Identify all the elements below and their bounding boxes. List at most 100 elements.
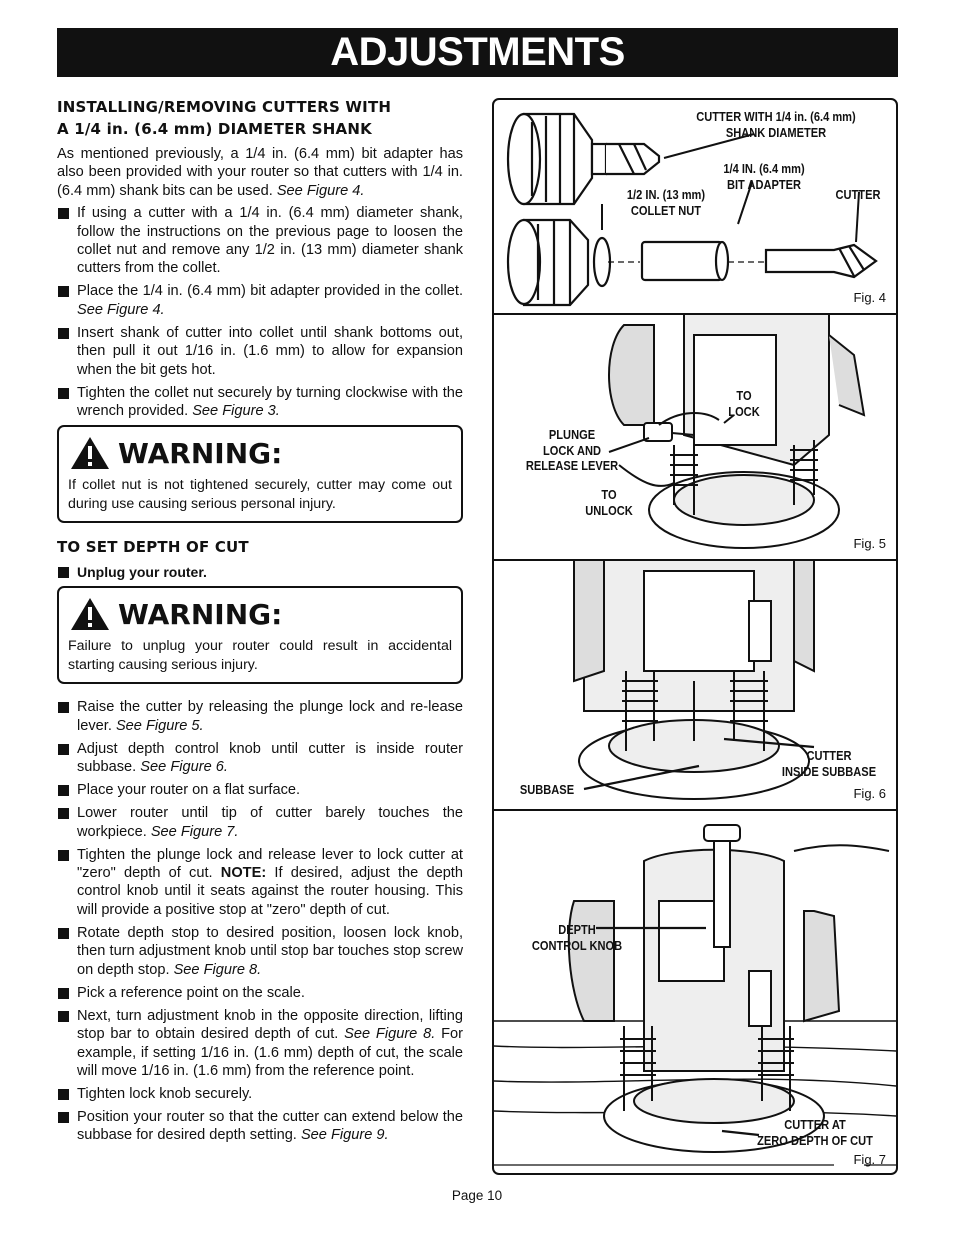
step-text: Next, turn adjustment knob in the opposi…	[77, 1007, 463, 1043]
bullet-square-icon	[58, 387, 69, 399]
bullet-text: Insert shank of cutter into collet until…	[77, 324, 463, 378]
label-line: LOCK AND	[542, 443, 602, 458]
page-title: ADJUSTMENTS	[57, 28, 898, 77]
bullet-square-icon	[58, 702, 69, 714]
figure-ref: See Figure 8.	[173, 961, 262, 978]
label-line: LOCK	[728, 404, 760, 419]
subbase-illustration	[573, 561, 815, 800]
warning-triangle-icon	[71, 437, 109, 470]
bullet-text: Tighten the collet nut securely by turni…	[77, 384, 463, 420]
section-heading-depth: TO SET DEPTH OF CUT	[57, 538, 249, 557]
list-item: Rotate depth stop to desired position, l…	[57, 924, 463, 979]
list-item: Adjust depth control knob until cutter i…	[57, 740, 463, 777]
install-bullets: If using a cutter with a 1/4 in. (6.4 mm…	[57, 204, 463, 420]
step-text: Raise the cutter by releasing the plunge…	[77, 699, 463, 734]
left-column: INSTALLING/REMOVING CUTTERS WITH A 1/4 i…	[57, 96, 463, 1149]
step-text: Adjust depth control knob until cutter i…	[77, 740, 463, 776]
page-number: Page 10	[451, 1188, 503, 1203]
section-heading-installing: INSTALLING/REMOVING CUTTERS WITH A 1/4 i…	[57, 96, 463, 140]
bullet-square-icon	[58, 208, 69, 220]
list-item: Pick a reference point on the scale.	[57, 984, 463, 1002]
bullet-square-icon	[58, 743, 69, 755]
bullet-square-icon	[58, 927, 69, 939]
label-line: RELEASE LEVER	[525, 459, 619, 473]
list-item: Tighten the plunge lock and release leve…	[57, 846, 463, 920]
warning-triangle-icon	[71, 598, 109, 631]
bullet-text: Place the 1/4 in. (6.4 mm) bit adapter p…	[77, 283, 463, 300]
warning-box-unplug: WARNING: Failure to unplug your router c…	[57, 586, 463, 685]
depth-first-bullet: Unplug your router.	[57, 563, 463, 581]
figure-caption: Fig. 6	[853, 786, 886, 801]
bullet-square-icon	[58, 1111, 69, 1123]
figure-ref: See Figure 9.	[300, 1127, 389, 1144]
figure-ref: See Figure 7.	[150, 823, 239, 840]
bullet-square-icon	[58, 1088, 69, 1100]
zero-depth-illustration	[494, 824, 896, 1166]
bullet-square-icon	[58, 849, 69, 861]
list-item: Raise the cutter by releasing the plunge…	[57, 698, 463, 735]
label-collet-nut: 1/2 IN. (13 mm)COLLET NUT	[613, 188, 719, 219]
intro-text: As mentioned previously, a 1/4 in. (6.4 …	[57, 146, 463, 199]
label-line: CONTROL KNOB	[531, 938, 623, 953]
label-line: TO	[601, 488, 617, 502]
figure-caption: Fig. 4	[853, 290, 886, 305]
heading-line-2: A 1/4 in. (6.4 mm) DIAMETER SHANK	[57, 120, 372, 138]
bullet-square-icon	[58, 567, 69, 579]
label-line: PLUNGE	[548, 428, 596, 442]
label-line: ZERO DEPTH OF CUT	[757, 1133, 873, 1148]
warning-text: If collet nut is not tightened securely,…	[68, 477, 452, 512]
label-line: TO	[736, 389, 752, 403]
bullet-square-icon	[58, 987, 69, 999]
label-cutter: CUTTER	[835, 188, 881, 202]
heading-line-1: INSTALLING/REMOVING CUTTERS WITH	[57, 98, 392, 116]
label-subbase: SUBBASE	[519, 783, 575, 797]
step-text: Place your router on a flat surface.	[77, 782, 301, 799]
figure-caption: Fig. 7	[853, 1152, 886, 1167]
label-cutter-shank: CUTTER WITH 1/4 in. (6.4 mm)SHANK DIAMET…	[679, 110, 873, 141]
bullet-text: If using a cutter with a 1/4 in. (6.4 mm…	[77, 205, 463, 277]
note-label: NOTE:	[220, 865, 267, 882]
list-item: Unplug your router.	[57, 563, 463, 581]
warning-label: WARNING:	[118, 597, 283, 631]
list-item: Position your router so that the cutter …	[57, 1108, 463, 1145]
list-item: Place your router on a flat surface.	[57, 781, 463, 799]
label-line: DEPTH	[558, 923, 596, 937]
bullet-text: Unplug your router.	[77, 564, 207, 581]
label-line: SHANK DIAMETER	[725, 125, 827, 140]
step-text: Tighten the plunge lock and release leve…	[77, 846, 463, 882]
label-bit-adapter: 1/4 IN. (6.4 mm)BIT ADAPTER	[711, 162, 817, 193]
bullet-square-icon	[58, 327, 69, 339]
warning-text: Failure to unplug your router could resu…	[68, 638, 452, 673]
warning-header: WARNING:	[68, 433, 452, 473]
list-item: Next, turn adjustment knob in the opposi…	[57, 1007, 463, 1081]
label-line: UNLOCK	[585, 503, 633, 518]
list-item: Lower router until tip of cutter barely …	[57, 804, 463, 841]
step-text: Tighten lock knob securely.	[77, 1085, 253, 1102]
warning-box-collet: WARNING: If collet nut is not tightened …	[57, 425, 463, 524]
step-text: Lower router until tip of cutter barely …	[77, 805, 463, 840]
label-line: INSIDE SUBBASE	[781, 764, 877, 779]
plunge-lever-illustration	[608, 315, 866, 549]
label-line: COLLET NUT	[630, 203, 702, 218]
figure-ref: See Figure 4.	[77, 301, 165, 318]
label-line: CUTTER WITH 1/4 in. (6.4 mm)	[696, 110, 856, 124]
step-text-continued: If desired, adjust the depth control kno…	[77, 865, 463, 918]
depth-steps: Raise the cutter by releasing the plunge…	[57, 698, 463, 1144]
bullet-square-icon	[58, 785, 69, 797]
label-line: CUTTER	[806, 749, 852, 763]
list-item: Place the 1/4 in. (6.4 mm) bit adapter p…	[57, 282, 463, 319]
list-item: Tighten the collet nut securely by turni…	[57, 384, 463, 421]
intro-paragraph: As mentioned previously, a 1/4 in. (6.4 …	[57, 145, 463, 200]
label-line: 1/2 IN. (13 mm)	[626, 188, 706, 202]
label-line: CUTTER AT	[784, 1118, 846, 1132]
step-text-continued: For example, if setting 1/16 in. (1.6 mm…	[77, 1026, 463, 1079]
figure-4: CUTTER WITH 1/4 in. (6.4 mm)SHANK DIAMET…	[494, 100, 896, 315]
list-item: Insert shank of cutter into collet until…	[57, 324, 463, 379]
step-text: Position your router so that the cutter …	[77, 1108, 463, 1144]
bullet-square-icon	[58, 808, 69, 820]
step-text: Pick a reference point on the scale.	[77, 984, 305, 1001]
